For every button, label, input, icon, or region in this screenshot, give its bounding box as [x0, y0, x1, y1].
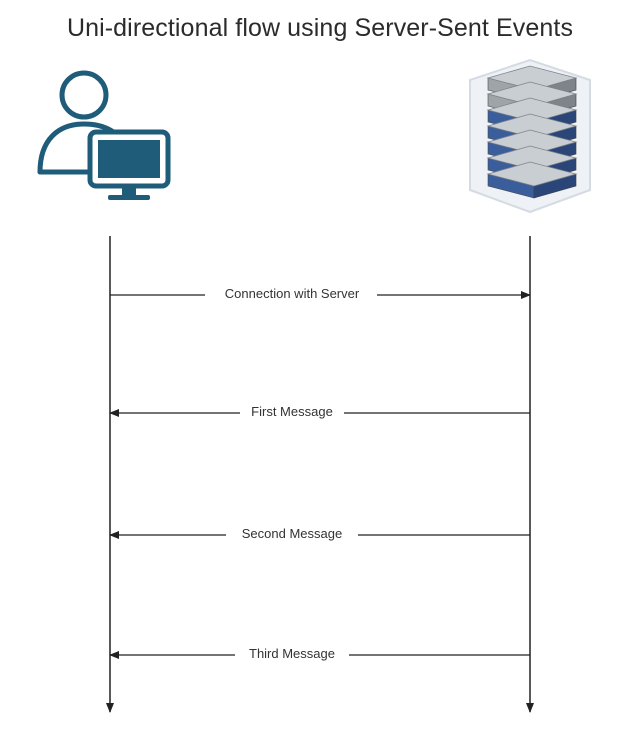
message-label: Second Message [242, 526, 342, 541]
server-rack-icon [469, 58, 591, 214]
message-label: First Message [251, 404, 333, 419]
server-unit-top [486, 161, 578, 187]
message-third: Third Message [109, 645, 530, 663]
message-connection: Connection with Server [110, 285, 531, 303]
message-label: Third Message [249, 646, 335, 661]
user-computer-icon [37, 70, 171, 200]
message-label: Connection with Server [225, 286, 360, 301]
diagram-title: Uni-directional flow using Server-Sent E… [66, 14, 574, 42]
message-first: First Message [109, 403, 530, 421]
message-second: Second Message [109, 525, 530, 543]
